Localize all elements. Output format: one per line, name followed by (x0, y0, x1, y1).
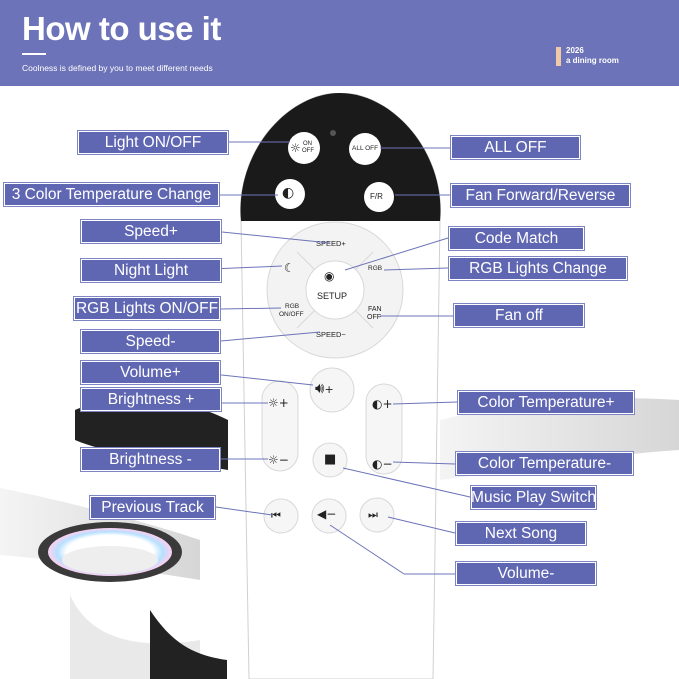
label-rgb-lights-change: RGB Lights Change (448, 256, 628, 281)
brightness-up-icon[interactable]: ☼+ (268, 396, 289, 410)
title-underline (22, 53, 46, 55)
label-night-light: Night Light (80, 258, 222, 283)
label-color-temp-minus: Color Temperature- (455, 451, 634, 476)
label-color-temp-change: 3 Color Temperature Change (3, 182, 220, 207)
remote-control (240, 93, 441, 679)
label-previous-track: Previous Track (89, 495, 216, 520)
rgb-change-button[interactable]: RGB (368, 265, 383, 272)
label-volume-minus: Volume- (455, 561, 597, 586)
volume-up-icon[interactable]: 🔊︎+ (315, 379, 334, 397)
speed-minus-button[interactable]: SPEED− (316, 330, 346, 339)
fan-text[interactable]: FAN (368, 306, 382, 313)
stop-icon[interactable]: ■ (324, 452, 337, 467)
page-title: How to use it (22, 10, 221, 47)
label-next-song: Next Song (455, 521, 587, 546)
label-light-onoff: Light ON/OFF (77, 130, 229, 155)
label-code-match: Code Match (448, 226, 585, 251)
rgb-on-text[interactable]: RGB (285, 303, 300, 310)
header-banner: How to use it Coolness is defined by you… (0, 0, 679, 86)
light-on-text: ON (303, 141, 312, 147)
light-icon[interactable]: ☼ (290, 141, 301, 155)
rgb-onoff-text: ON/OFF (279, 311, 304, 318)
brand-name: a dining room (566, 56, 619, 65)
brand-year: 2026 (566, 46, 584, 55)
light-off-text: OFF (302, 148, 314, 154)
label-speed-plus: Speed+ (80, 219, 222, 244)
page-subtitle: Coolness is defined by you to meet diffe… (22, 63, 213, 73)
label-color-temp-plus: Color Temperature+ (457, 390, 635, 415)
volume-down-icon[interactable]: ◀− (317, 507, 337, 521)
color-temperature-icon[interactable]: ◐ (282, 185, 295, 201)
previous-track-icon[interactable]: ⏮ (271, 509, 281, 522)
fan-off-text: OFF (367, 314, 381, 321)
label-volume-plus: Volume+ (80, 360, 221, 385)
color-temp-up-icon[interactable]: ◐+ (372, 397, 393, 411)
color-temp-down-icon[interactable]: ◐− (372, 457, 393, 471)
brand-logo: 2026 a dining room (566, 46, 619, 66)
label-rgb-lights-onoff: RGB Lights ON/OFF (73, 296, 221, 321)
brightness-down-icon[interactable]: ☼− (268, 453, 289, 467)
label-fan-forward-reverse: Fan Forward/Reverse (450, 183, 631, 208)
label-speed-minus: Speed- (80, 329, 221, 354)
label-fan-off: Fan off (453, 303, 585, 328)
label-all-off: ALL OFF (450, 135, 581, 160)
label-music-play-switch: Music Play Switch (470, 485, 597, 510)
fan-forward-reverse-button[interactable]: F/R (370, 192, 383, 201)
night-light-icon[interactable]: ☾ (284, 261, 295, 275)
speed-plus-button[interactable]: SPEED+ (316, 239, 346, 248)
next-track-icon[interactable]: ⏭ (368, 508, 378, 521)
label-brightness-plus: Brightness + (80, 387, 222, 412)
code-match-icon: ◉ (324, 269, 335, 283)
brand-accent-bar (556, 47, 561, 66)
label-brightness-minus: Brightness - (80, 447, 221, 472)
setup-button[interactable]: SETUP (317, 291, 348, 301)
all-off-button[interactable]: ALL OFF (352, 145, 379, 152)
